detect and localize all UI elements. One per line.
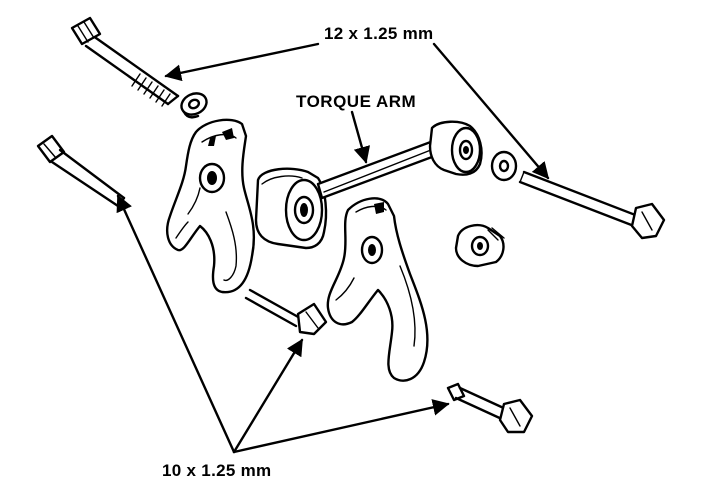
clamp-fitting bbox=[454, 224, 505, 268]
bolt-bottom-right bbox=[446, 382, 534, 434]
leader-10-to-center-bolt bbox=[232, 338, 304, 454]
bolt-center bbox=[244, 288, 328, 336]
bolt-12-right bbox=[518, 170, 666, 240]
washer-left bbox=[180, 92, 208, 119]
torque-arm bbox=[254, 120, 483, 250]
leader-line-torque-arm bbox=[350, 110, 371, 164]
bolt-10-left bbox=[36, 134, 126, 208]
leader-lines-10 bbox=[116, 194, 450, 454]
leader-to-torque-arm bbox=[350, 110, 371, 164]
leader-10-to-left-bolt bbox=[116, 194, 236, 454]
callout-torque-arm: TORQUE ARM bbox=[296, 92, 417, 111]
bolt-12-left bbox=[70, 16, 180, 107]
callout-bolt-10: 10 x 1.25 mm bbox=[162, 461, 272, 480]
bracket-right bbox=[326, 197, 429, 382]
leader-10-to-bottom-bolt bbox=[232, 399, 450, 454]
leader-12-to-left-bolt bbox=[164, 42, 320, 82]
bracket-left bbox=[166, 118, 256, 294]
leader-lines-12 bbox=[164, 42, 550, 180]
callout-bolt-12: 12 x 1.25 mm bbox=[324, 24, 434, 43]
washer-right bbox=[490, 150, 518, 182]
leader-12-to-right-bolt bbox=[432, 42, 550, 180]
